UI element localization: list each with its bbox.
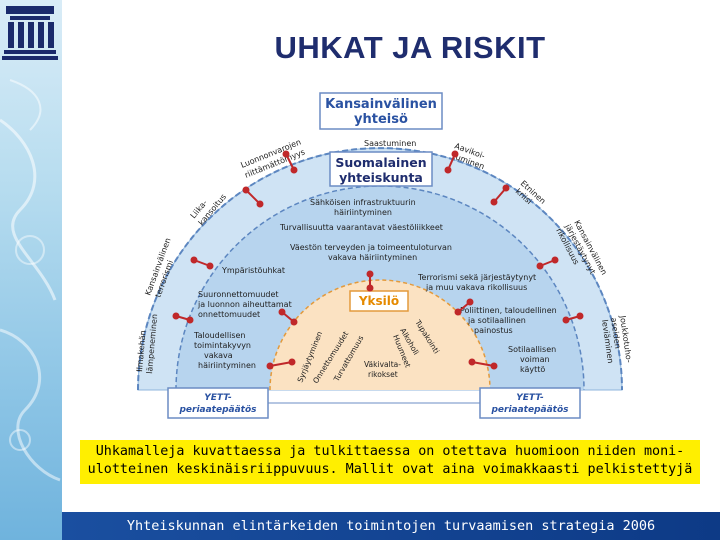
joukkotuho-label-2: aseiden xyxy=(609,317,622,349)
terveys-label-2: vakava häiriintyminen xyxy=(328,253,417,262)
ilmasto-label-1: Ilmakehän xyxy=(135,330,148,372)
suuronnettomuus-label-1: Suuronnettomuudet xyxy=(198,290,279,299)
poliittinen-label-3: painostus xyxy=(474,326,513,335)
footer-bar: Yhteiskunnan elintärkeiden toimintojen t… xyxy=(62,512,720,540)
poliittinen-label-2: ja sotilaallinen xyxy=(467,316,526,325)
note-line-1: Uhkamalleja kuvattaessa ja tulkittaessa … xyxy=(95,444,685,459)
terrorismi-middle-label-1: Terrorismi sekä järjestäytynyt xyxy=(417,273,536,282)
arrow-icon xyxy=(269,361,293,367)
society-label-1: Suomalainen xyxy=(335,155,426,170)
international-community-box xyxy=(319,92,443,130)
talous-label-3: vakava xyxy=(204,351,233,360)
suuronnettomuus-label-2: ja luonnon aiheuttamat xyxy=(197,300,292,309)
influence-arrows xyxy=(172,150,584,370)
sotilaallinen-label-2: voiman xyxy=(520,355,550,364)
swirl-ornament xyxy=(0,79,61,482)
suuronnettomuus-label-3: onnettomuudet xyxy=(198,310,260,319)
slide-title: UHKAT JA RISKIT xyxy=(274,30,546,65)
arrow-icon xyxy=(471,361,495,367)
yett-left-label-1: YETT- xyxy=(204,393,232,403)
yett-right-box xyxy=(479,387,581,419)
individual-box xyxy=(349,290,409,312)
talous-label-2: toimintakyvyn xyxy=(194,341,251,350)
yellow-note: Uhkamalleja kuvattaessa ja tulkittaessa … xyxy=(80,440,700,484)
saastuminen-label: Saastuminen xyxy=(364,139,416,148)
international-label-2: yhteisö xyxy=(354,112,408,127)
finnish-society-box xyxy=(329,151,433,187)
terrorismi-middle-label-2: ja muu vakava rikollisuus xyxy=(425,283,527,292)
sotilaallinen-label-1: Sotilaallisen xyxy=(508,345,556,354)
society-label-2: yhteiskunta xyxy=(339,170,423,185)
international-label-1: Kansainvälinen xyxy=(325,97,437,112)
infra-label-2: häiriintyminen xyxy=(334,208,392,217)
threat-model-diagram: Kansainvälinen yhteisö Suomalainen yhtei… xyxy=(135,92,634,419)
talous-label-4: häiriintyminen xyxy=(198,361,256,370)
building-logo-icon xyxy=(2,6,58,60)
outer-ring-border xyxy=(137,147,623,391)
inner-ring-border xyxy=(269,279,491,391)
terveys-label-1: Väestön terveyden ja toimeentuloturvan xyxy=(290,243,452,252)
inner-ring xyxy=(270,280,490,390)
talous-label-1: Taloudellisen xyxy=(193,331,245,340)
individual-label: Yksilö xyxy=(358,294,399,308)
yett-right-label-1: YETT- xyxy=(516,393,544,403)
infra-label-1: Sähköisen infrastruktuurin xyxy=(310,198,416,207)
poliittinen-label-1: Poliittinen, taloudellinen xyxy=(460,306,557,315)
vakivalta-label-1: Väkivalta- xyxy=(364,360,401,369)
decorative-sidebar xyxy=(0,0,62,540)
yett-left-label-2: periaatepäätös xyxy=(178,405,257,415)
turvallisuus-label: Turvallisuutta vaarantavat väestöliikkee… xyxy=(279,223,443,232)
vakivalta-label-2: rikokset xyxy=(368,370,398,379)
ymparisto-label: Ympäristöuhkat xyxy=(221,266,285,275)
yett-right-label-2: periaatepäätös xyxy=(490,405,569,415)
note-line-2: ulotteinen keskinäisriippuvuus. Mallit o… xyxy=(87,462,693,477)
sotilaallinen-label-3: käyttö xyxy=(520,365,545,374)
